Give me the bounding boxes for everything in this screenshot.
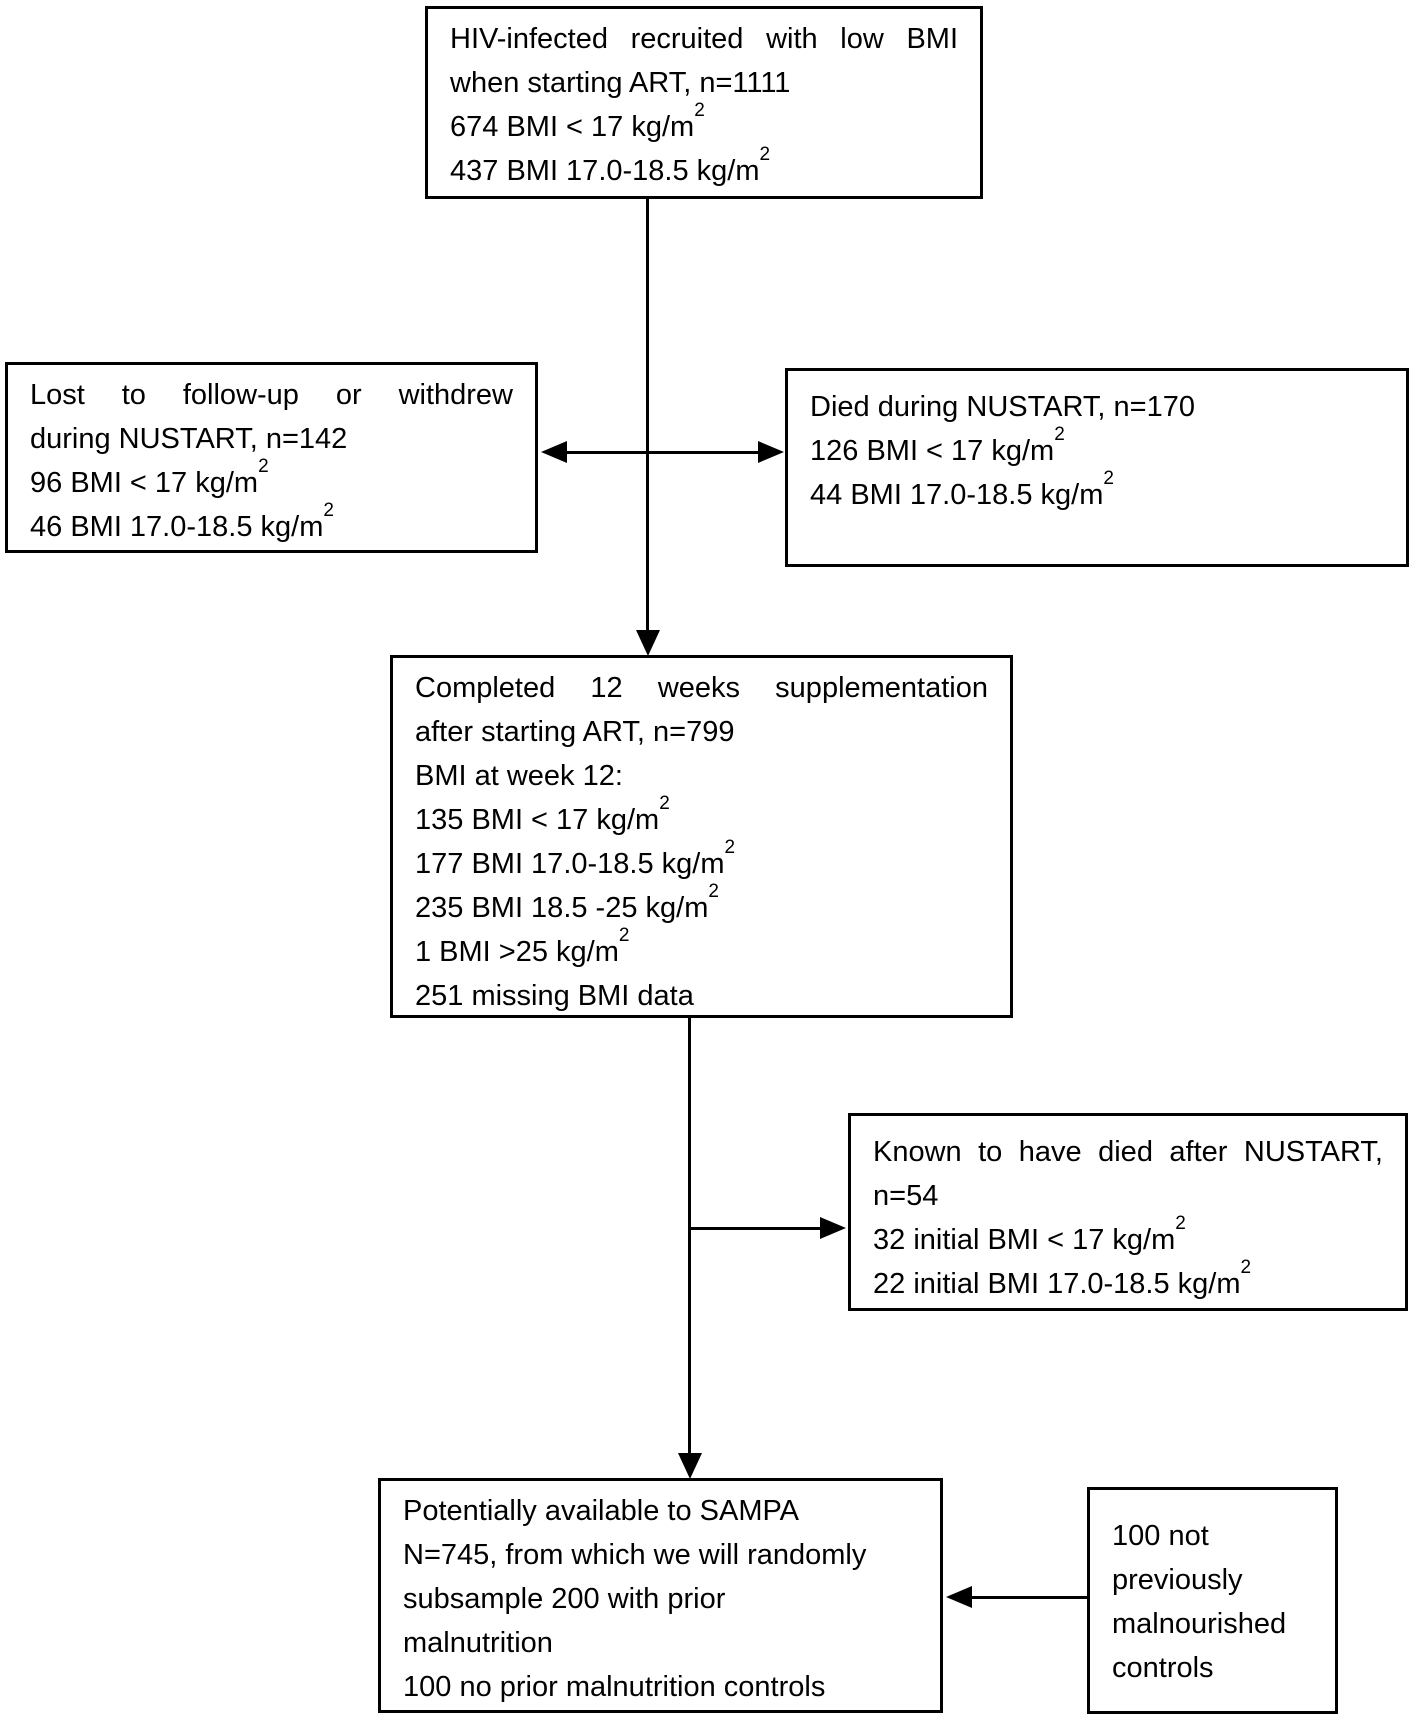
arrowhead-right-icon (758, 441, 784, 463)
line-text: 1 BMI >25 kg/m (415, 936, 619, 968)
text-line: HIV-infected recruited with low BMI (450, 17, 958, 61)
superscript: 2 (1103, 467, 1114, 489)
text-line: Died during NUSTART, n=170 (810, 385, 1384, 429)
line-text: controls (1112, 1652, 1214, 1684)
line-text: 235 BMI 18.5 -25 kg/m (415, 892, 709, 924)
superscript: 2 (1054, 423, 1065, 445)
box-lost-to-followup: Lost to follow-up or withdrew during NUS… (5, 362, 538, 553)
box-died-after-nustart: Known to have died after NUSTART, n=54 3… (848, 1113, 1408, 1311)
superscript: 2 (618, 924, 630, 946)
arrowhead-down-icon (636, 630, 660, 656)
line-text: n=54 (873, 1180, 939, 1212)
line-text: 251 missing BMI data (415, 980, 694, 1012)
line-text: BMI at week 12: (415, 760, 623, 792)
line-text: 135 BMI < 17 kg/m (415, 804, 660, 836)
text-line: 126 BMI < 17 kg/m2 (810, 425, 1384, 473)
arrowhead-left-icon (541, 441, 567, 463)
line-text: 177 BMI 17.0-18.5 kg/m (415, 848, 725, 880)
line-text: malnutrition (403, 1627, 553, 1659)
line-text: after starting ART, n=799 (415, 716, 735, 748)
line-text: Known to have died after NUSTART, (873, 1136, 1383, 1168)
superscript: 2 (323, 499, 334, 521)
arrow-controls-to-sampa-line (970, 1596, 1087, 1599)
text-line: during NUSTART, n=142 (30, 417, 513, 461)
text-line: 44 BMI 17.0-18.5 kg/m2 (810, 469, 1384, 517)
superscript: 2 (258, 455, 269, 477)
line-text: subsample 200 with prior (403, 1583, 726, 1615)
box-available-to-sampa: Potentially available to SAMPA N=745, fr… (378, 1478, 943, 1713)
text-line: 135 BMI < 17 kg/m2 (415, 794, 988, 842)
superscript: 2 (724, 836, 736, 858)
text-line: controls (1112, 1646, 1313, 1690)
superscript: 2 (1240, 1256, 1252, 1278)
text-line: 22 initial BMI 17.0-18.5 kg/m2 (873, 1258, 1383, 1306)
line-text: 22 initial BMI 17.0-18.5 kg/m (873, 1268, 1241, 1300)
line-text: 100 not (1112, 1520, 1209, 1552)
arrow-split-lost-died-line (560, 451, 765, 454)
text-line: Completed 12 weeks supplementation (415, 666, 988, 710)
text-line: Known to have died after NUSTART, (873, 1130, 1383, 1174)
line-text: Died during NUSTART, n=170 (810, 391, 1195, 423)
text-line: malnourished (1112, 1602, 1313, 1646)
line-text: when starting ART, n=1111 (450, 67, 791, 99)
superscript: 2 (1175, 1212, 1186, 1234)
superscript: 2 (708, 880, 719, 902)
text-line: 100 no prior malnutrition controls (403, 1665, 918, 1709)
superscript: 2 (694, 99, 705, 121)
text-line: n=54 (873, 1174, 1383, 1218)
arrowhead-down-icon (678, 1453, 702, 1479)
line-text: 100 no prior malnutrition controls (403, 1671, 826, 1703)
line-text: 674 BMI < 17 kg/m (450, 111, 695, 143)
text-line: malnutrition (403, 1621, 918, 1665)
text-line: 100 not (1112, 1514, 1313, 1558)
text-line: 437 BMI 17.0-18.5 kg/m2 (450, 145, 958, 193)
text-line: 1 BMI >25 kg/m2 (415, 926, 988, 974)
text-line: Potentially available to SAMPA (403, 1489, 918, 1533)
arrow-completed-to-sampa-line (688, 1017, 691, 1454)
text-line: 235 BMI 18.5 -25 kg/m2 (415, 882, 988, 930)
line-text: 46 BMI 17.0-18.5 kg/m (30, 511, 324, 543)
text-line: N=745, from which we will randomly (403, 1533, 918, 1577)
text-line: 46 BMI 17.0-18.5 kg/m2 (30, 501, 513, 549)
text-line: 32 initial BMI < 17 kg/m2 (873, 1214, 1383, 1262)
superscript: 2 (759, 143, 771, 165)
line-text: previously (1112, 1564, 1243, 1596)
arrowhead-right-icon (820, 1217, 846, 1239)
text-line: when starting ART, n=1111 (450, 61, 958, 105)
superscript: 2 (659, 792, 670, 814)
text-line: 177 BMI 17.0-18.5 kg/m2 (415, 838, 988, 886)
arrow-to-died-after-nustart-line (690, 1227, 825, 1230)
line-text: malnourished (1112, 1608, 1287, 1640)
text-line: 674 BMI < 17 kg/m2 (450, 101, 958, 149)
arrow-recruited-to-completed-line (646, 199, 649, 631)
box-completed-supplementation: Completed 12 weeks supplementation after… (390, 655, 1013, 1018)
line-text: Completed 12 weeks supplementation (415, 672, 988, 704)
line-text: 32 initial BMI < 17 kg/m (873, 1224, 1176, 1256)
line-text: HIV-infected recruited with low BMI (450, 23, 958, 55)
box-recruited: HIV-infected recruited with low BMI when… (425, 6, 983, 199)
line-text: 44 BMI 17.0-18.5 kg/m (810, 479, 1104, 511)
line-text: 96 BMI < 17 kg/m (30, 467, 259, 499)
line-text: N=745, from which we will randomly (403, 1539, 867, 1571)
line-text: 437 BMI 17.0-18.5 kg/m (450, 155, 760, 187)
text-line: BMI at week 12: (415, 754, 988, 798)
arrowhead-left-icon (946, 1586, 972, 1608)
text-line: Lost to follow-up or withdrew (30, 373, 513, 417)
line-text: Potentially available to SAMPA (403, 1495, 800, 1527)
text-line: after starting ART, n=799 (415, 710, 988, 754)
text-line: previously (1112, 1558, 1313, 1602)
line-text: during NUSTART, n=142 (30, 423, 348, 455)
text-line: 96 BMI < 17 kg/m2 (30, 457, 513, 505)
text-line: subsample 200 with prior (403, 1577, 918, 1621)
line-text: 126 BMI < 17 kg/m (810, 435, 1055, 467)
box-died-during-nustart: Died during NUSTART, n=170 126 BMI < 17 … (785, 368, 1409, 567)
text-line: 251 missing BMI data (415, 974, 988, 1018)
box-not-malnourished-controls: 100 not previously malnourished controls (1087, 1487, 1338, 1714)
line-text: Lost to follow-up or withdrew (30, 379, 513, 411)
